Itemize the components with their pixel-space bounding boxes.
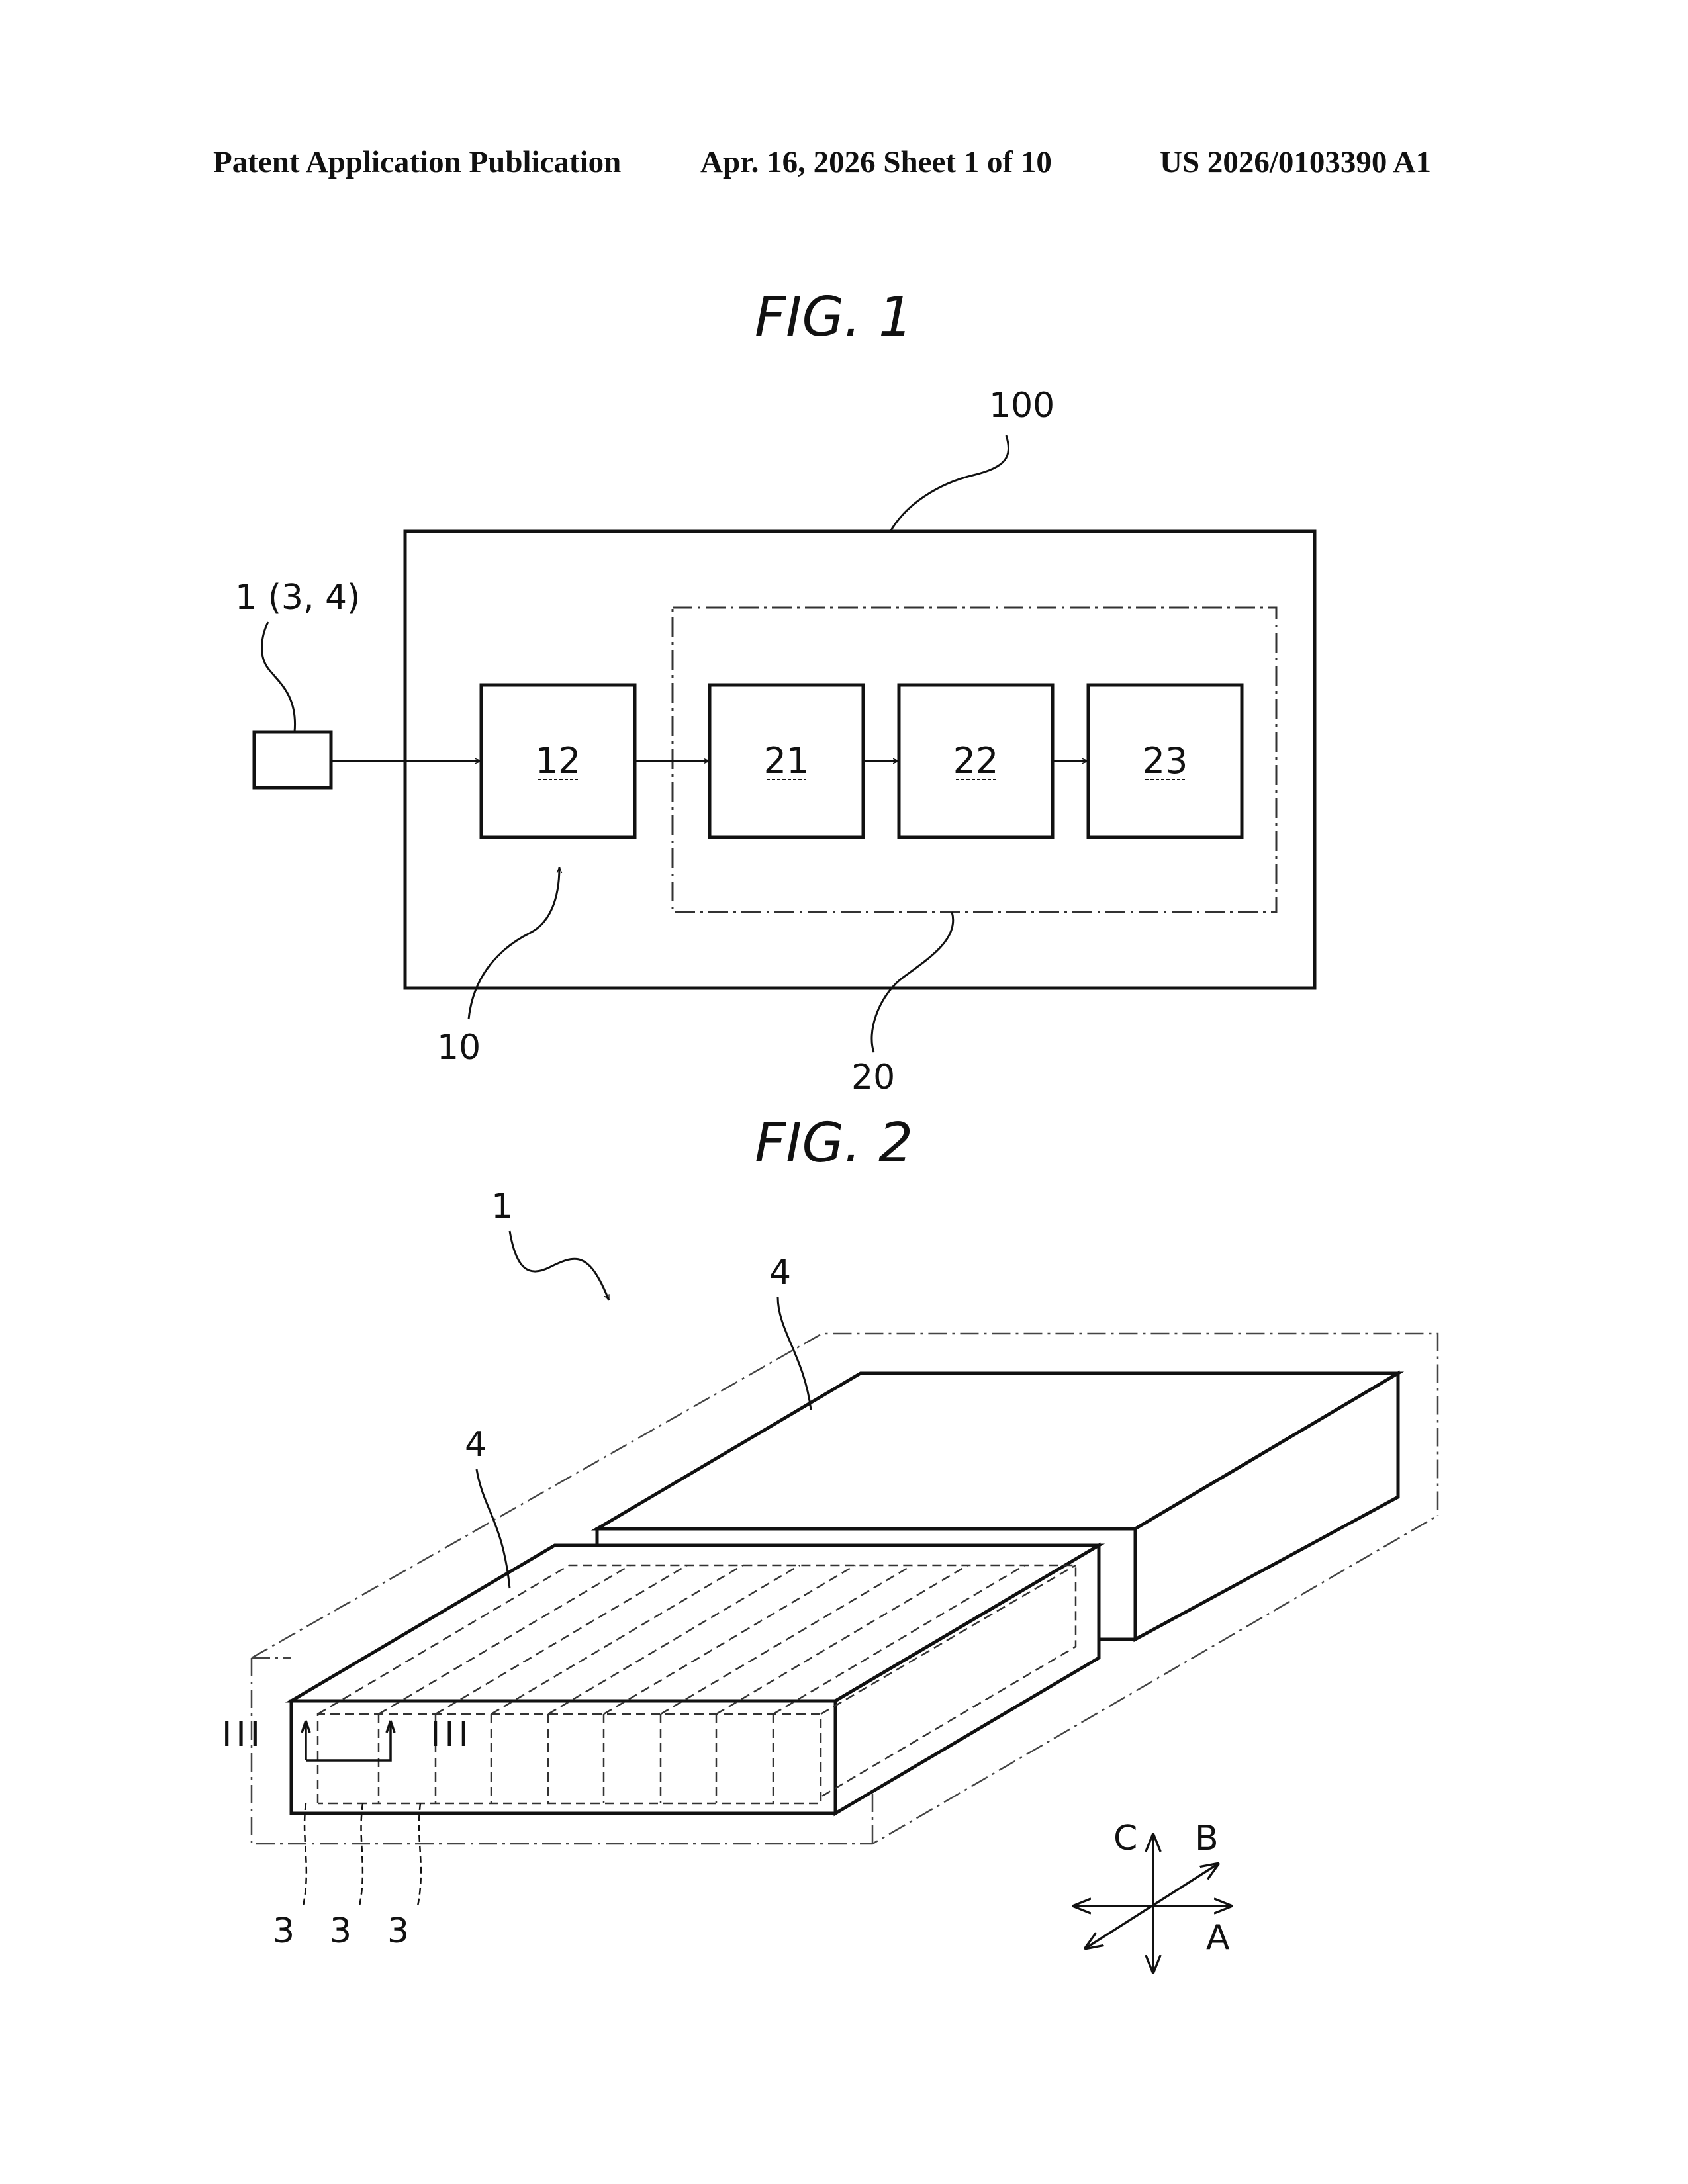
fig1-diagram: 100 20 1 (3, 4) 12 21 22 23 — [235, 386, 1315, 1097]
fig2-diagram: 1 4 4 — [222, 1187, 1438, 1974]
cell-label-1: 3 — [273, 1911, 295, 1951]
module-front — [291, 1545, 1099, 1813]
input-box — [254, 732, 331, 788]
block-23-label: 23 — [1143, 740, 1188, 782]
module-back-leader — [778, 1297, 811, 1410]
block-21-label: 21 — [764, 740, 810, 782]
block-12-label: 12 — [536, 740, 581, 782]
assembly-leader — [510, 1231, 609, 1300]
system-leader — [890, 435, 1008, 531]
unit-20-label: 20 — [851, 1058, 895, 1097]
system-label: 100 — [989, 386, 1055, 426]
input-label: 1 (3, 4) — [235, 578, 360, 617]
module-front-leader — [477, 1469, 510, 1588]
module-front-label: 4 — [465, 1425, 487, 1465]
section-label-right: III — [430, 1715, 473, 1754]
input-leader — [262, 622, 295, 732]
block-22-label: 22 — [953, 740, 999, 782]
axis-c-label: C — [1113, 1819, 1137, 1858]
module-back-label: 4 — [769, 1253, 791, 1293]
unit-10-leader — [469, 867, 559, 1019]
cell-leaders — [303, 1803, 421, 1906]
axis-a-label: A — [1206, 1918, 1230, 1958]
axis-b-label: B — [1195, 1819, 1219, 1858]
section-label-left: III — [222, 1715, 264, 1754]
unit-10-label: 10 — [437, 1028, 481, 1068]
unit-20-leader — [872, 912, 953, 1052]
cell-label-3: 3 — [387, 1911, 409, 1951]
cell-label-2: 3 — [330, 1911, 352, 1951]
assembly-label: 1 — [491, 1187, 513, 1226]
